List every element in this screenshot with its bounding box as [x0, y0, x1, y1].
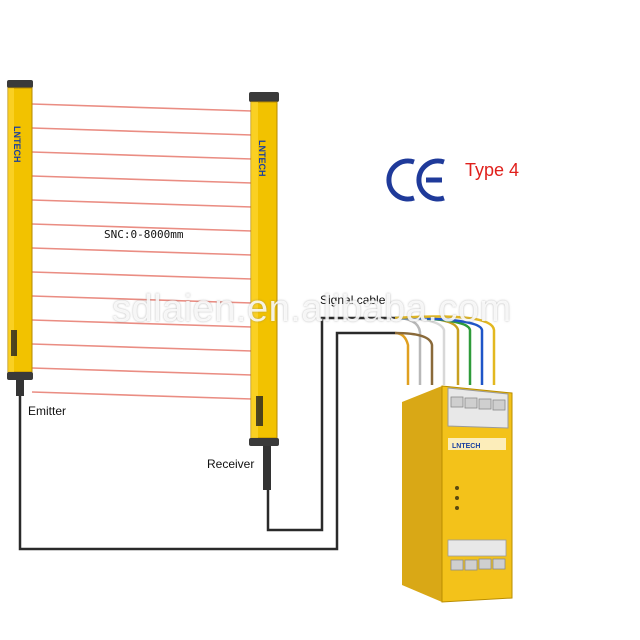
wiring [18, 316, 395, 551]
ce-mark-icon [386, 158, 445, 202]
emitter-column: LNTECH [7, 80, 33, 396]
receiver-brand-label: LNTECH [257, 140, 267, 177]
relay-brand-label: LNTECH [452, 443, 480, 450]
infrared-beams [31, 103, 253, 400]
signal-cable-label: Signal cable [320, 293, 386, 307]
emitter-label: Emitter [28, 404, 67, 418]
cable-conductors [394, 315, 496, 385]
receiver-column: LNTECH [249, 92, 279, 490]
certification-type-label: Type 4 [465, 160, 520, 180]
sensing-range-label: SNC:0-8000mm [104, 228, 184, 241]
receiver-label: Receiver [207, 457, 255, 471]
safety-relay-module: LNTECH [402, 385, 513, 603]
watermark-text: sdlaien.en.alibaba.com [112, 288, 512, 330]
emitter-brand-label: LNTECH [12, 126, 22, 163]
